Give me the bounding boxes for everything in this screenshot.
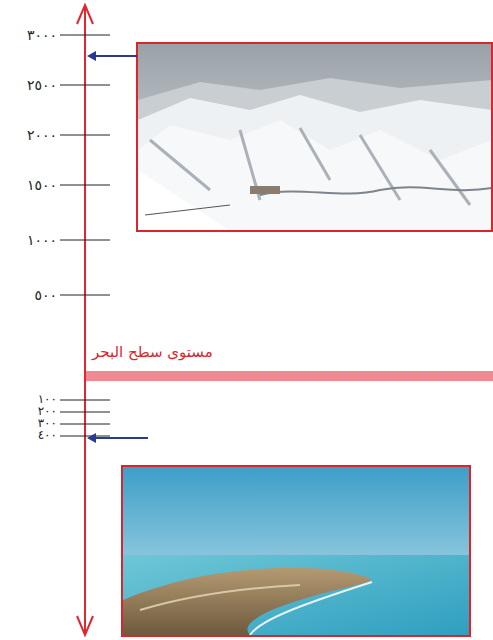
photo-frame (122, 466, 470, 636)
dead-sea-photo (123, 467, 469, 635)
pointer-arrow-head (87, 433, 96, 443)
scale-number: ٢٥٠٠ (27, 77, 57, 94)
scale-number: ٢٠٠٠ (27, 127, 57, 144)
scale-number: ٤٠٠ (38, 428, 57, 442)
axis-line (84, 6, 86, 634)
scale-number: ٥٠٠ (34, 287, 57, 304)
pointer-arrow (92, 437, 148, 439)
axis-arrow (77, 616, 93, 635)
tick-marks (60, 35, 110, 436)
sea-level-label: مستوى سطح البحر (92, 343, 213, 361)
scale-number: ١٠٠٠ (27, 232, 57, 249)
scale-number: ١٥٠٠ (27, 177, 57, 194)
pointer-arrow-head (87, 51, 96, 61)
mountain-photo (138, 44, 492, 231)
sea-level-band (85, 371, 493, 381)
axis-arrow (77, 5, 93, 24)
pointer-arrow (92, 55, 137, 57)
photo-frame (137, 43, 492, 231)
scale-number: ٣٠٠٠ (27, 27, 57, 44)
